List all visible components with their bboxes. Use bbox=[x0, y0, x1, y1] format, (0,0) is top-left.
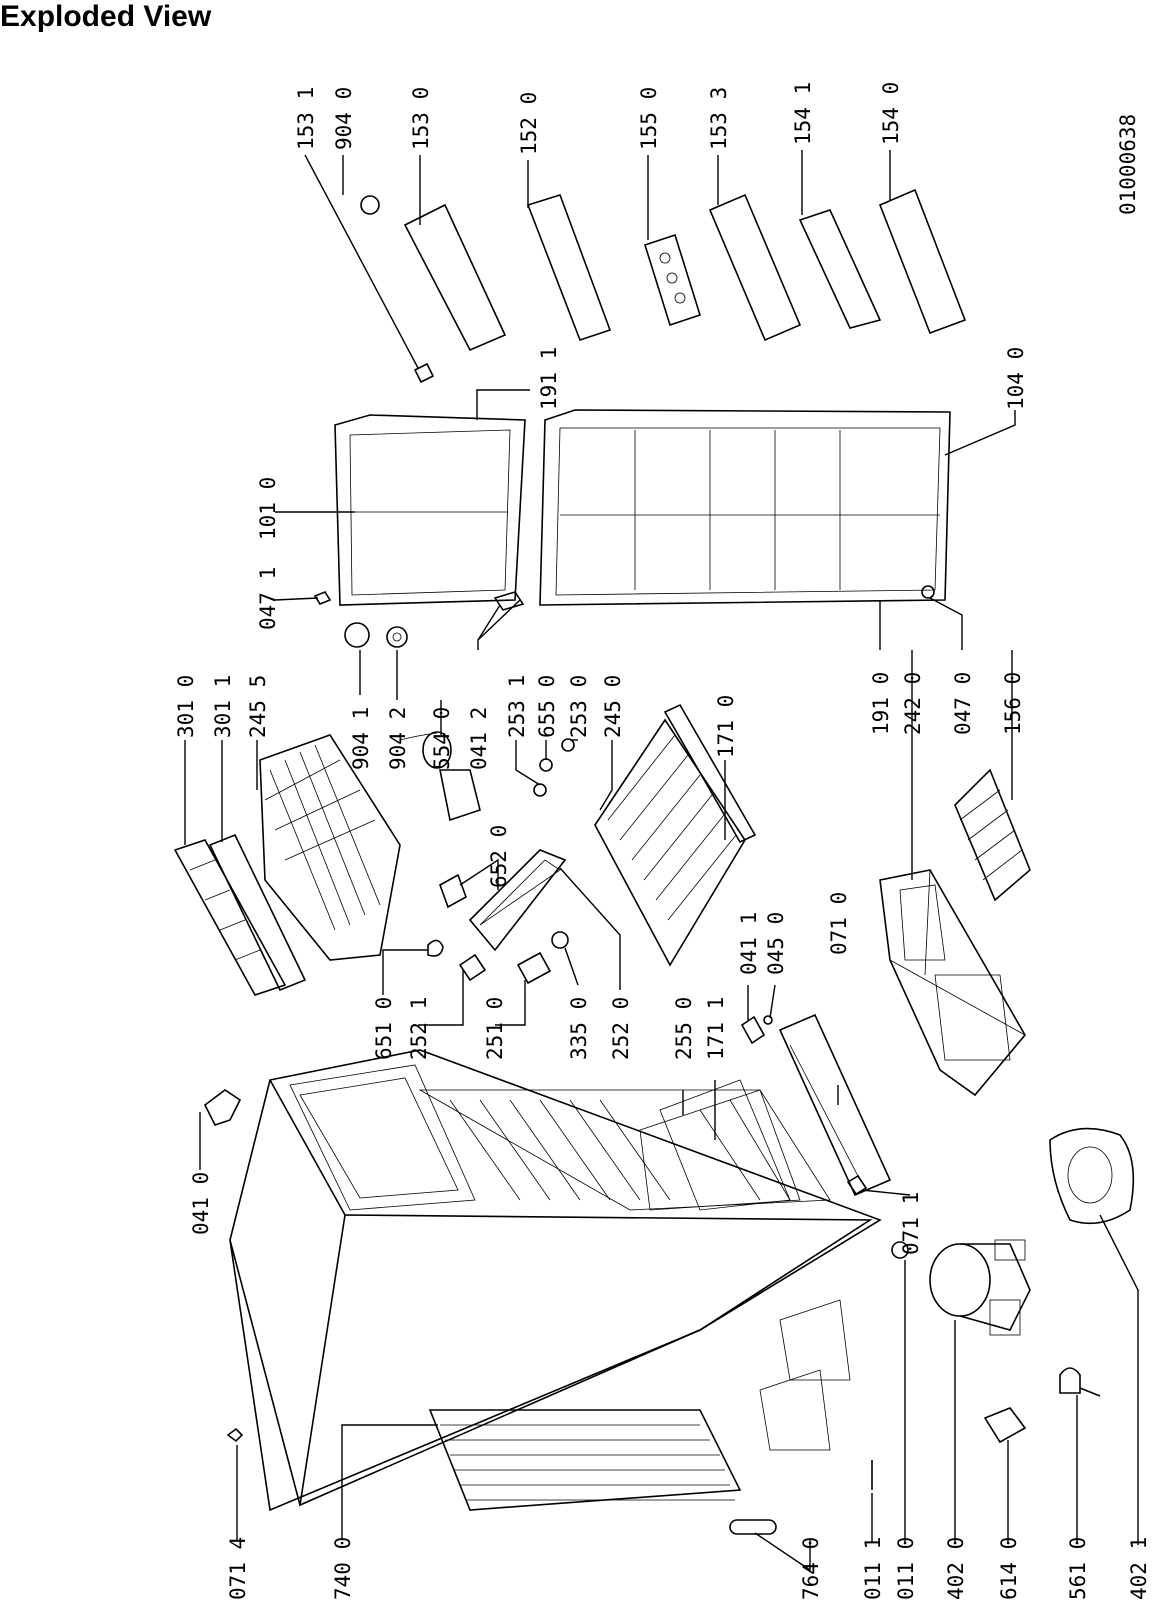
egg-tray-1550 bbox=[644, 233, 701, 327]
callout-1533: 153 3 bbox=[707, 87, 731, 150]
cabinet-body bbox=[229, 1049, 882, 1512]
screw-0714 bbox=[226, 1427, 244, 1443]
shelf-trim-1710 bbox=[663, 703, 757, 844]
callout-1010: 101 0 bbox=[256, 477, 280, 540]
callout-2530: 253 0 bbox=[567, 675, 591, 738]
callout-6520: 652 0 bbox=[487, 825, 511, 888]
door-rack-1533 bbox=[708, 193, 802, 342]
tube-7640 bbox=[729, 1519, 777, 1535]
callout-0471: 047 1 bbox=[256, 567, 280, 630]
callout-labels: 071 4 740 0 764 0 011 1 011 0 402 0 614 … bbox=[174, 82, 1151, 1600]
callout-1541: 154 1 bbox=[791, 82, 815, 145]
callout-6140: 614 0 bbox=[997, 1537, 1021, 1600]
wire-shelf-upper bbox=[259, 734, 401, 961]
compressor bbox=[929, 1239, 1031, 1336]
hinge-cap-0470 bbox=[921, 585, 935, 599]
top-cover bbox=[173, 833, 307, 996]
grommet-9042 bbox=[386, 626, 408, 648]
callout-1531: 153 1 bbox=[294, 87, 318, 150]
lamp-9041 bbox=[344, 622, 370, 648]
shelf-glass-1711 bbox=[659, 1079, 791, 1211]
hinge-pin-1531 bbox=[413, 362, 435, 384]
parts-artwork bbox=[173, 188, 1135, 1535]
door-rack-1540 bbox=[878, 188, 967, 335]
callout-3010: 301 0 bbox=[174, 675, 198, 738]
foot-0110 bbox=[891, 1241, 909, 1259]
callout-7640: 764 0 bbox=[799, 1537, 823, 1600]
leader-lines bbox=[184, 150, 1139, 1572]
callout-0410: 041 0 bbox=[189, 1172, 213, 1235]
relay-6140 bbox=[983, 1407, 1027, 1444]
callout-2420: 242 0 bbox=[901, 672, 925, 735]
drip-tray bbox=[778, 1013, 892, 1197]
knob-6510 bbox=[427, 939, 444, 957]
callout-1550: 155 0 bbox=[637, 87, 661, 150]
callout-6550: 655 0 bbox=[535, 675, 559, 738]
callout-1910: 191 0 bbox=[869, 672, 893, 735]
vegetable-bins bbox=[879, 869, 1026, 1097]
callout-0411: 041 1 bbox=[737, 912, 761, 975]
callout-1040: 104 0 bbox=[1004, 347, 1028, 410]
door-rack-1530 bbox=[403, 203, 507, 352]
callout-0711: 071 1 bbox=[899, 1192, 923, 1255]
door-rack-1520 bbox=[526, 194, 612, 342]
callout-1710: 171 0 bbox=[714, 695, 738, 758]
callout-0110: 011 0 bbox=[894, 1537, 918, 1600]
drawing-number: 01000638 bbox=[1116, 114, 1140, 215]
condenser bbox=[428, 1409, 742, 1511]
thermal-protector-5610 bbox=[1059, 1367, 1101, 1397]
callout-2450: 245 0 bbox=[601, 675, 625, 738]
callout-1911: 191 1 bbox=[537, 347, 561, 410]
hinge-0411 bbox=[740, 1015, 766, 1045]
ice-tray bbox=[954, 768, 1031, 902]
hinge-0410 bbox=[203, 1089, 242, 1126]
callout-1520: 152 0 bbox=[517, 92, 541, 155]
callout-2510: 251 0 bbox=[483, 997, 507, 1060]
callout-0412: 041 2 bbox=[467, 707, 491, 770]
callout-7400: 740 0 bbox=[331, 1537, 355, 1600]
callout-2550: 255 0 bbox=[672, 997, 696, 1060]
callout-5610: 561 0 bbox=[1066, 1537, 1090, 1600]
bottle-guard-1541 bbox=[798, 209, 882, 329]
callout-0450: 045 0 bbox=[764, 912, 788, 975]
thermostat-5540 bbox=[399, 731, 481, 822]
callout-2531: 253 1 bbox=[505, 675, 529, 738]
callout-2455: 245 5 bbox=[246, 675, 270, 738]
callout-9040: 904 0 bbox=[332, 87, 356, 150]
freezer-door bbox=[334, 414, 526, 606]
callout-2520: 252 0 bbox=[609, 997, 633, 1060]
callout-4021: 402 1 bbox=[1127, 1537, 1151, 1600]
callout-1540: 154 0 bbox=[879, 82, 903, 145]
callout-2521: 252 1 bbox=[407, 997, 431, 1060]
callout-4020: 402 0 bbox=[944, 1537, 968, 1600]
hinge-0412 bbox=[493, 591, 525, 611]
pin-0450 bbox=[763, 1015, 773, 1025]
page-title: Exploded View bbox=[0, 0, 212, 33]
hinge-pin-0471 bbox=[313, 591, 332, 605]
callout-9042: 904 2 bbox=[386, 707, 410, 770]
callout-1711: 171 1 bbox=[704, 997, 728, 1060]
callout-9041: 904 1 bbox=[349, 707, 373, 770]
callout-3011: 301 1 bbox=[211, 675, 235, 738]
callout-1560: 156 0 bbox=[1001, 672, 1025, 735]
callout-6510: 651 0 bbox=[372, 997, 396, 1060]
control-housing bbox=[458, 738, 575, 985]
callout-0710: 071 0 bbox=[827, 892, 851, 955]
callout-0714: 071 4 bbox=[226, 1537, 250, 1600]
knob-6520 bbox=[439, 873, 467, 909]
callout-1530: 153 0 bbox=[409, 87, 433, 150]
callout-0470: 047 0 bbox=[951, 672, 975, 735]
callout-0111: 011 1 bbox=[861, 1537, 885, 1600]
callout-5540: 554 0 bbox=[430, 707, 454, 770]
callout-3350: 335 0 bbox=[567, 997, 591, 1060]
fridge-door bbox=[539, 409, 951, 606]
cap-9040 bbox=[360, 195, 380, 215]
cover-4021 bbox=[1049, 1127, 1135, 1225]
